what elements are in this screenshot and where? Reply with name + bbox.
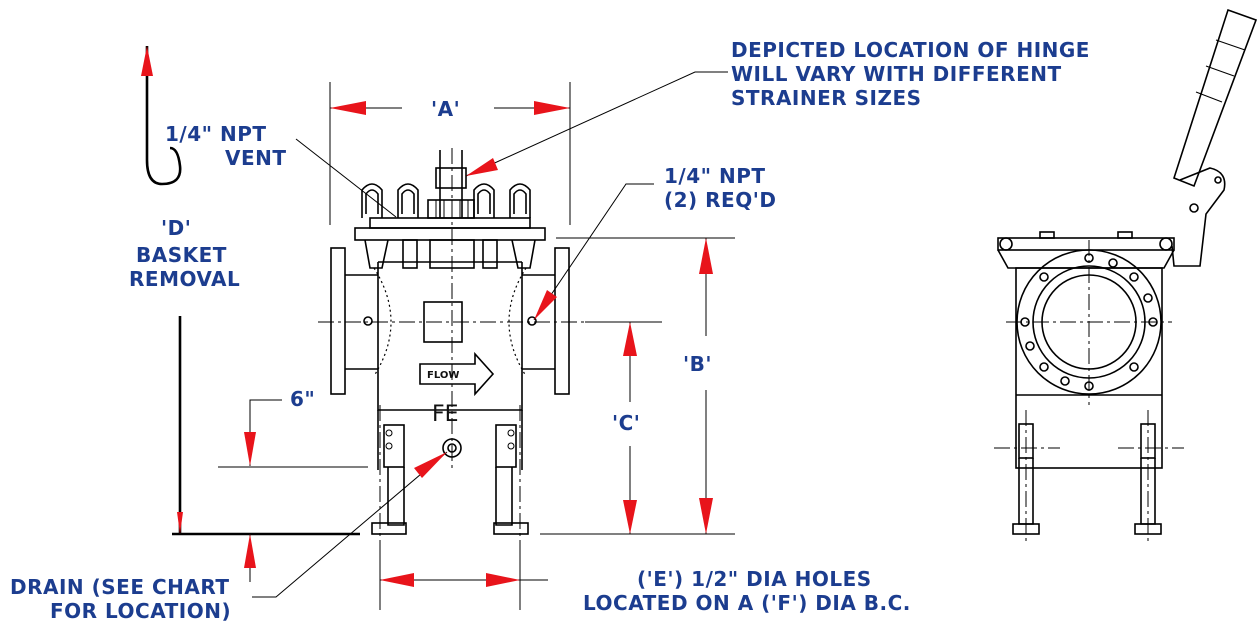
holes-label-line-1: ('E') 1/2" DIA HOLES — [637, 567, 872, 591]
hinge-note-line-1: DEPICTED LOCATION OF HINGE — [731, 38, 1090, 62]
dim-d-label: 'D' — [161, 216, 191, 240]
dim-a-label: 'A' — [431, 97, 460, 121]
drain-label-line-1: DRAIN (SEE CHART — [10, 575, 230, 599]
dimension-a — [330, 101, 570, 115]
six-inch-label: 6" — [290, 387, 315, 411]
dimension-c — [623, 322, 637, 534]
dimension-b — [699, 238, 713, 534]
fe-label: FE — [432, 402, 459, 427]
front-view: FLOW — [172, 82, 735, 610]
swing-bolts — [361, 183, 531, 218]
dim-c-label: 'C' — [612, 411, 640, 435]
npt-right-line-2: (2) REQ'D — [664, 188, 776, 212]
vent-label-line-2: VENT — [225, 146, 287, 170]
dim-b-label: 'B' — [683, 352, 712, 376]
hinge-note-line-2: WILL VARY WITH DIFFERENT — [731, 62, 1062, 86]
basket-removal-line-1: BASKET — [136, 243, 227, 267]
npt-right-line-1: 1/4" NPT — [664, 164, 766, 188]
leader-lines — [252, 71, 728, 598]
dimension-6in — [244, 399, 282, 582]
drain-label-line-2: FOR LOCATION) — [50, 599, 231, 623]
dimension-bolt-spacing — [380, 573, 520, 587]
basket-removal-line-2: REMOVAL — [129, 267, 240, 291]
vent-label-line-1: 1/4" NPT — [165, 122, 267, 146]
flow-label: FLOW — [427, 370, 459, 381]
side-view — [994, 8, 1257, 545]
dimension-d — [141, 46, 183, 534]
holes-label-line-2: LOCATED ON A ('F') DIA B.C. — [583, 591, 911, 615]
hinge-note: DEPICTED LOCATION OF HINGE WILL VARY WIT… — [731, 38, 1090, 110]
hinge-note-line-3: STRAINER SIZES — [731, 86, 922, 110]
